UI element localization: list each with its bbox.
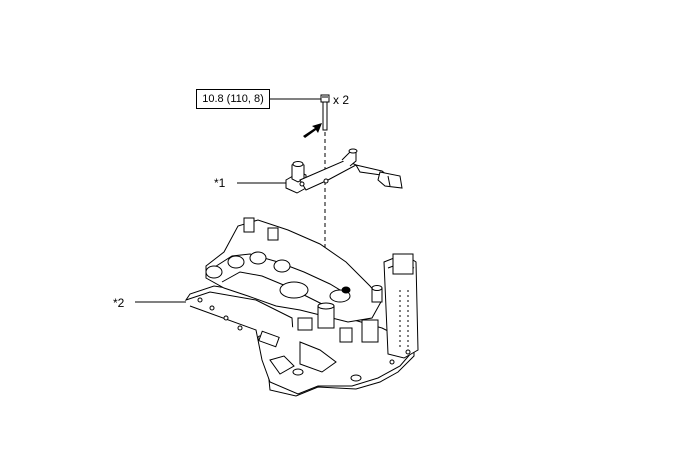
bolt bbox=[320, 94, 330, 131]
direction-arrow bbox=[303, 123, 322, 138]
bolt-quantity-label: x 2 bbox=[333, 93, 350, 107]
callout-1-label: *1 bbox=[214, 176, 226, 190]
bracket-part bbox=[285, 148, 403, 194]
callout-2-label: *2 bbox=[113, 296, 125, 310]
leader-lines bbox=[135, 98, 322, 303]
torque-spec-box: 10.8 (110, 8) bbox=[196, 89, 270, 109]
valve-body-assembly bbox=[184, 217, 419, 397]
